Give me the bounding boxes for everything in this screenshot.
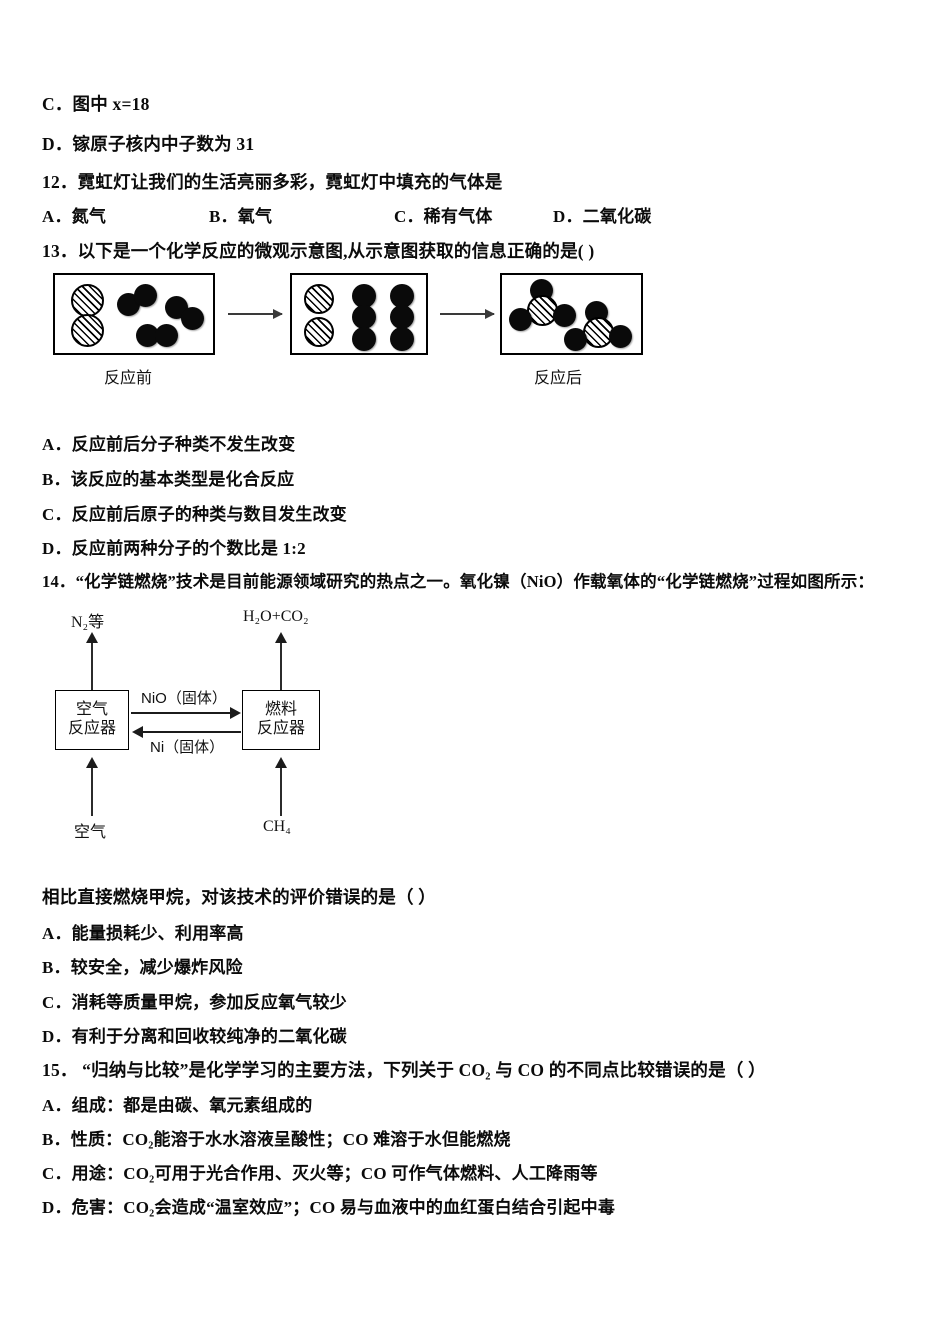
fuel-reactor-box: 燃料 反应器: [242, 690, 320, 750]
arrow-head-h2o-co2: [275, 632, 287, 643]
reaction-arrow-2: [440, 309, 495, 319]
arrow-head-air: [86, 757, 98, 768]
reaction-middle-box: [290, 273, 428, 355]
air-reactor-line2: 反应器: [67, 720, 116, 737]
arrow-shaft-h2o-co2: [280, 638, 282, 690]
q12-option-c: C．稀有气体: [394, 207, 493, 226]
q11-option-d: D．镓原子核内中子数为 31: [42, 134, 255, 154]
black-atom: [352, 284, 376, 308]
q13-option-d: D．反应前两种分子的个数比是 1:2: [42, 539, 306, 558]
hatched-atom: [527, 295, 558, 326]
fuel-reactor-line2: 反应器: [256, 720, 305, 737]
black-atom: [553, 304, 576, 327]
arrow-head-ni: [132, 726, 143, 738]
q13-option-c: C．反应前后原子的种类与数目发生改变: [42, 505, 347, 524]
black-atom: [609, 325, 632, 348]
arrow-shaft-air: [91, 768, 93, 816]
reaction-before-box: [53, 273, 215, 355]
q13-stem: 13．以下是一个化学反应的微观示意图,从示意图获取的信息正确的是( ): [42, 241, 595, 261]
q13-option-a: A．反应前后分子种类不发生改变: [42, 435, 296, 454]
q13-option-b: B．该反应的基本类型是化合反应: [42, 470, 295, 489]
input-label-ch4: CH₄: [263, 818, 291, 835]
hatched-atom: [304, 284, 334, 314]
black-atom: [390, 305, 414, 329]
black-atom: [509, 308, 532, 331]
black-atom: [134, 284, 157, 307]
q12-option-b: B．氧气: [209, 207, 273, 226]
output-label-h2o-co2: H₂O+CO₂: [243, 608, 309, 625]
black-atom: [352, 327, 376, 351]
q15-option-b: B．性质：CO₂能溶于水水溶液呈酸性；CO 难溶于水但能燃烧: [42, 1130, 511, 1149]
q12-option-a: A．氮气: [42, 207, 107, 226]
arrow-label-ni: Ni（固体）: [150, 739, 225, 756]
arrow-head-n2: [86, 632, 98, 643]
arrow-head-nio: [230, 707, 241, 719]
arrow-shaft-nio: [131, 712, 232, 714]
q14-option-c: C．消耗等质量甲烷，参加反应氧气较少: [42, 993, 347, 1012]
reaction-after-box: [500, 273, 643, 355]
q14-flow-diagram: N₂等 H₂O+CO₂ 空气 反应器 燃料 反应器 NiO（固体） Ni（固体）…: [0, 600, 950, 870]
q14-stem: 14．“化学链燃烧”技术是目前能源领域研究的热点之一。氧化镍（NiO）作载氧体的…: [42, 572, 875, 591]
q14-option-a: A．能量损耗少、利用率高: [42, 924, 244, 943]
q12-option-d: D．二氧化碳: [553, 207, 652, 226]
fuel-reactor-line1: 燃料: [264, 701, 297, 719]
hatched-atom: [304, 317, 334, 347]
black-atom: [352, 305, 376, 329]
air-reactor-box: 空气 反应器: [55, 690, 129, 750]
q11-option-c: C．图中 x=18: [42, 94, 150, 114]
black-atom: [390, 284, 414, 308]
q15-option-c: C．用途：CO₂可用于光合作用、灭火等；CO 可作气体燃料、人工降雨等: [42, 1164, 598, 1183]
q15-option-a: A．组成：都是由碳、氧元素组成的: [42, 1096, 313, 1115]
black-atom: [564, 328, 587, 351]
reaction-arrow-1: [228, 309, 283, 319]
output-label-n2: N₂等: [71, 614, 105, 631]
label-before-reaction: 反应前: [104, 370, 153, 387]
q12-stem: 12．霓虹灯让我们的生活亮丽多彩，霓虹灯中填充的气体是: [42, 172, 503, 192]
q13-micro-diagram: 反应前 反应后: [0, 265, 950, 405]
arrow-head-ch4: [275, 757, 287, 768]
black-atom: [390, 327, 414, 351]
arrow-shaft-ch4: [280, 768, 282, 816]
black-atom: [155, 324, 178, 347]
label-after-reaction: 反应后: [534, 370, 583, 387]
air-reactor-line1: 空气: [75, 701, 108, 719]
q14-sub-stem: 相比直接燃烧甲烷，对该技术的评价错误的是（ ）: [42, 887, 436, 907]
black-atom: [136, 324, 159, 347]
q14-option-d: D．有利于分离和回收较纯净的二氧化碳: [42, 1027, 347, 1046]
q15-option-d: D．危害：CO₂会造成“温室效应”；CO 易与血液中的血红蛋白结合引起中毒: [42, 1198, 616, 1217]
hatched-atom: [71, 284, 104, 317]
black-atom: [181, 307, 204, 330]
arrow-label-nio: NiO（固体）: [141, 690, 227, 707]
arrow-shaft-ni: [143, 731, 241, 733]
input-label-air: 空气: [74, 824, 107, 841]
hatched-atom: [71, 314, 104, 347]
q14-option-b: B．较安全，减少爆炸风险: [42, 958, 243, 977]
arrow-shaft-n2: [91, 638, 93, 690]
q15-stem: 15． “归纳与比较”是化学学习的主要方法，下列关于 CO₂ 与 CO 的不同点…: [42, 1060, 766, 1080]
